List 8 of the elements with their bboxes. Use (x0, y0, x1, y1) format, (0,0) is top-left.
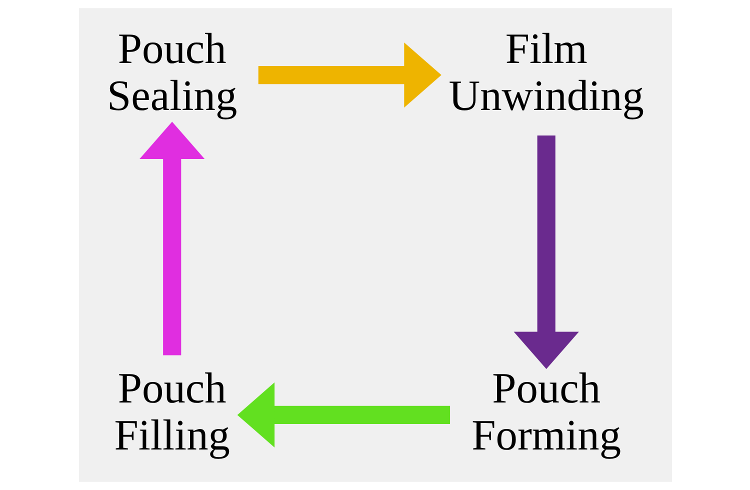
arrow (513, 135, 578, 369)
node-text: Pouch Filling (114, 364, 230, 460)
arrow (236, 382, 450, 448)
arrow (139, 122, 204, 356)
arrow (258, 42, 441, 108)
node-text: Pouch Sealing (106, 24, 237, 120)
node-text: Pouch Forming (471, 364, 621, 460)
node-text: Film Unwinding (448, 24, 644, 120)
